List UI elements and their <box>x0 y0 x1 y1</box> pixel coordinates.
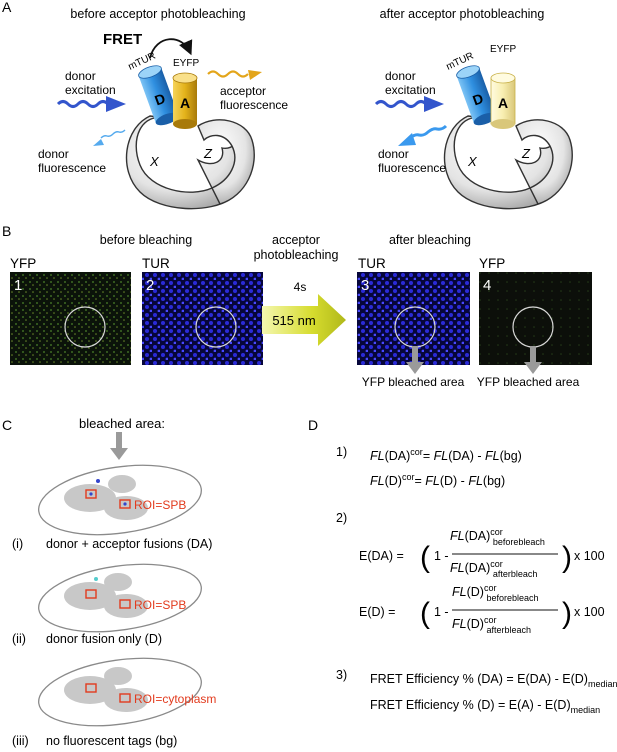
bleach-time: 4s <box>294 280 307 294</box>
fret-arrow <box>149 38 193 59</box>
equation-1a: FL(DA)cor= FL(DA) - FL(bg) <box>370 447 522 463</box>
donor-excitation-arrow-before <box>56 100 110 108</box>
donor-excitation-l1-before: donor <box>65 69 96 83</box>
bleaching-arrow: 4s 515 nm <box>262 280 346 346</box>
roi-spb-1: ROI=SPB <box>134 498 186 512</box>
e-da-paren-right: ) <box>562 541 572 574</box>
panel-c: C bleached area: ROI=SPB (i) donor + acc… <box>2 416 216 748</box>
donor-excitation-l2-after: excitation <box>385 83 436 97</box>
eyfp-label-before: EYFP <box>173 58 199 69</box>
img-number-3: 3 <box>361 277 369 294</box>
acceptor-fluorescence-l1: acceptor <box>220 84 266 98</box>
case-iii-label: no fluorescent tags (bg) <box>46 734 177 748</box>
e-da-one-minus: 1 - <box>434 549 449 563</box>
fret-label: FRET <box>103 31 142 48</box>
before-bleaching-title: before bleaching <box>100 233 192 247</box>
after-photobleaching-title: after acceptor photobleaching <box>380 7 545 21</box>
img-number-2: 2 <box>146 277 154 294</box>
panel-b-letter: B <box>2 223 11 239</box>
donor-fluorescence-l2-before: fluorescence <box>38 161 106 175</box>
bleached-area-arrow <box>110 432 128 460</box>
acceptor-photobleaching-l2: photobleaching <box>254 248 339 262</box>
panel-d-letter: D <box>308 417 318 433</box>
img-number-4: 4 <box>483 277 491 294</box>
cell-i: ROI=SPB <box>38 464 202 536</box>
case-ii-num: (ii) <box>12 632 26 646</box>
bleached-area-label: bleached area: <box>79 416 165 431</box>
bleached-area-arrow-3 <box>406 346 424 374</box>
img-label-tur-2: TUR <box>142 256 170 271</box>
img-label-yfp-4: YFP <box>479 256 505 271</box>
case-iii-num: (iii) <box>12 734 29 748</box>
e-d-label: E(D) = <box>359 605 395 619</box>
img-number-1: 1 <box>14 277 22 294</box>
panel-a: A before acceptor photobleaching after a… <box>2 0 573 210</box>
panel-c-letter: C <box>2 417 12 433</box>
img-label-yfp-1: YFP <box>10 256 36 271</box>
acceptor-a-after: A <box>498 95 508 111</box>
e-d-times-100: x 100 <box>574 605 605 619</box>
protein-xz-after: X Z <box>443 115 573 210</box>
yfp-bleached-area-4: YFP bleached area <box>477 375 580 389</box>
bleach-wavelength: 515 nm <box>272 313 315 328</box>
after-bleaching-title: after bleaching <box>389 233 471 247</box>
e-da-label: E(DA) = <box>359 549 404 563</box>
panel-a-letter: A <box>2 0 12 15</box>
donor-fluorescence-l1-after: donor <box>378 147 409 161</box>
label-z-after: Z <box>521 146 531 161</box>
donor-fluorescence-l2-after: fluorescence <box>378 161 446 175</box>
panel-b: B before bleaching acceptor photobleachi… <box>2 223 592 389</box>
label-z-before: Z <box>203 146 213 161</box>
acceptor-cylinder-after: A <box>490 72 516 129</box>
case-ii-label: donor fusion only (D) <box>46 632 162 646</box>
step-2: 2) <box>336 511 347 525</box>
donor-fluorescence-arrow-after <box>409 124 448 140</box>
micrograph-tur-before: 2 <box>142 272 263 365</box>
cell-ii: ROI=SPB <box>38 563 202 633</box>
e-d-one-minus: 1 - <box>434 605 449 619</box>
donor-cylinder-before: D <box>138 65 179 126</box>
fret-efficiency-da: FRET Efficiency % (DA) = E(DA) - E(D)med… <box>370 672 617 689</box>
acceptor-fluorescence-l2: fluorescence <box>220 98 288 112</box>
acceptor-photobleaching-l1: acceptor <box>272 233 320 247</box>
acceptor-a-before: A <box>180 95 190 111</box>
donor-excitation-l2-before: excitation <box>65 83 116 97</box>
case-i-num: (i) <box>12 537 23 551</box>
yfp-bleached-area-3: YFP bleached area <box>362 375 465 389</box>
acceptor-fluorescence-arrow <box>207 70 249 78</box>
e-da-paren-left: ( <box>420 541 430 574</box>
cell-iii: ROI=cytoplasm <box>38 657 216 727</box>
equation-1b: FL(D)cor= FL(D) - FL(bg) <box>370 472 505 488</box>
e-da-times-100: x 100 <box>574 549 605 563</box>
img-label-tur-3: TUR <box>358 256 386 271</box>
step-3: 3) <box>336 668 347 682</box>
protein-xz-before: X Z <box>125 115 255 210</box>
micrograph-yfp-before: 1 <box>10 272 131 365</box>
label-x-before: X <box>149 154 160 169</box>
donor-fluorescence-arrow-before <box>100 129 126 139</box>
label-x-after: X <box>467 154 478 169</box>
panel-d: D 1) FL(DA)cor= FL(DA) - FL(bg) FL(D)cor… <box>308 417 617 715</box>
step-1: 1) <box>336 445 347 459</box>
fret-efficiency-d: FRET Efficiency % (D) = E(A) - E(D)media… <box>370 698 600 715</box>
acceptor-cylinder-before: A <box>172 72 198 129</box>
roi-cytoplasm: ROI=cytoplasm <box>134 692 216 706</box>
eyfp-label-after: EYFP <box>490 44 516 55</box>
before-photobleaching-title: before acceptor photobleaching <box>70 7 245 21</box>
e-d-paren-right: ) <box>562 597 572 630</box>
donor-fluorescence-l1-before: donor <box>38 147 69 161</box>
case-i-label: donor + acceptor fusions (DA) <box>46 537 212 551</box>
bleached-area-arrow-4 <box>524 346 542 374</box>
e-d-paren-left: ( <box>420 597 430 630</box>
donor-cylinder-after: D <box>456 65 497 126</box>
donor-excitation-l1-after: donor <box>385 69 416 83</box>
donor-excitation-arrow-after <box>374 100 428 108</box>
roi-spb-2: ROI=SPB <box>134 598 186 612</box>
